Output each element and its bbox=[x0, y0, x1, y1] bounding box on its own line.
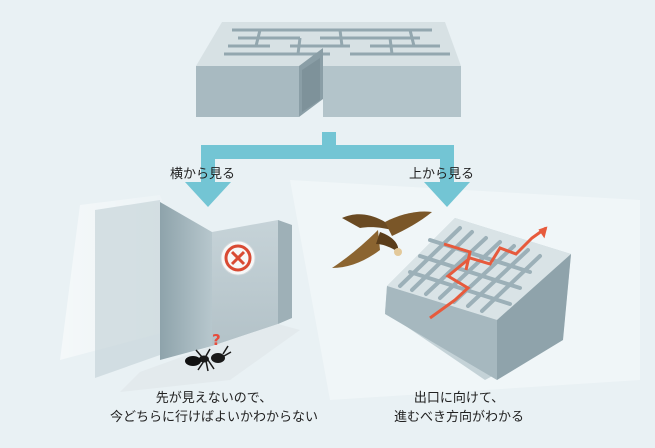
route-line bbox=[429, 226, 547, 320]
question-mark: ? bbox=[212, 331, 221, 349]
route-arrowhead bbox=[538, 226, 548, 239]
top-view-caption: 出口に向けて、 進むべき方向がわかる bbox=[364, 389, 554, 427]
side-view-caption: 先が見えないので、 今どちらに行けばよいかわからない bbox=[94, 389, 334, 427]
top-view-maze bbox=[385, 218, 571, 380]
arrow-down-left bbox=[185, 182, 231, 207]
blocked-icon bbox=[220, 240, 256, 276]
side-view-label: 横から見る bbox=[170, 167, 236, 182]
side-caption-line2: 今どちらに行けばよいかわからない bbox=[109, 410, 318, 425]
side-caption-line1: 先が見えないので、 bbox=[155, 391, 273, 406]
side-view-corridor bbox=[95, 200, 300, 392]
arrow-down-right bbox=[424, 182, 470, 207]
top-view-label: 上から見る bbox=[409, 167, 475, 182]
top-caption-line2: 進むべき方向がわかる bbox=[393, 410, 524, 425]
ant-icon bbox=[185, 345, 232, 372]
hawk-icon bbox=[332, 211, 432, 268]
top-maze bbox=[196, 22, 461, 117]
split-arrow bbox=[185, 132, 470, 207]
top-caption-line1: 出口に向けて、 bbox=[413, 391, 505, 406]
